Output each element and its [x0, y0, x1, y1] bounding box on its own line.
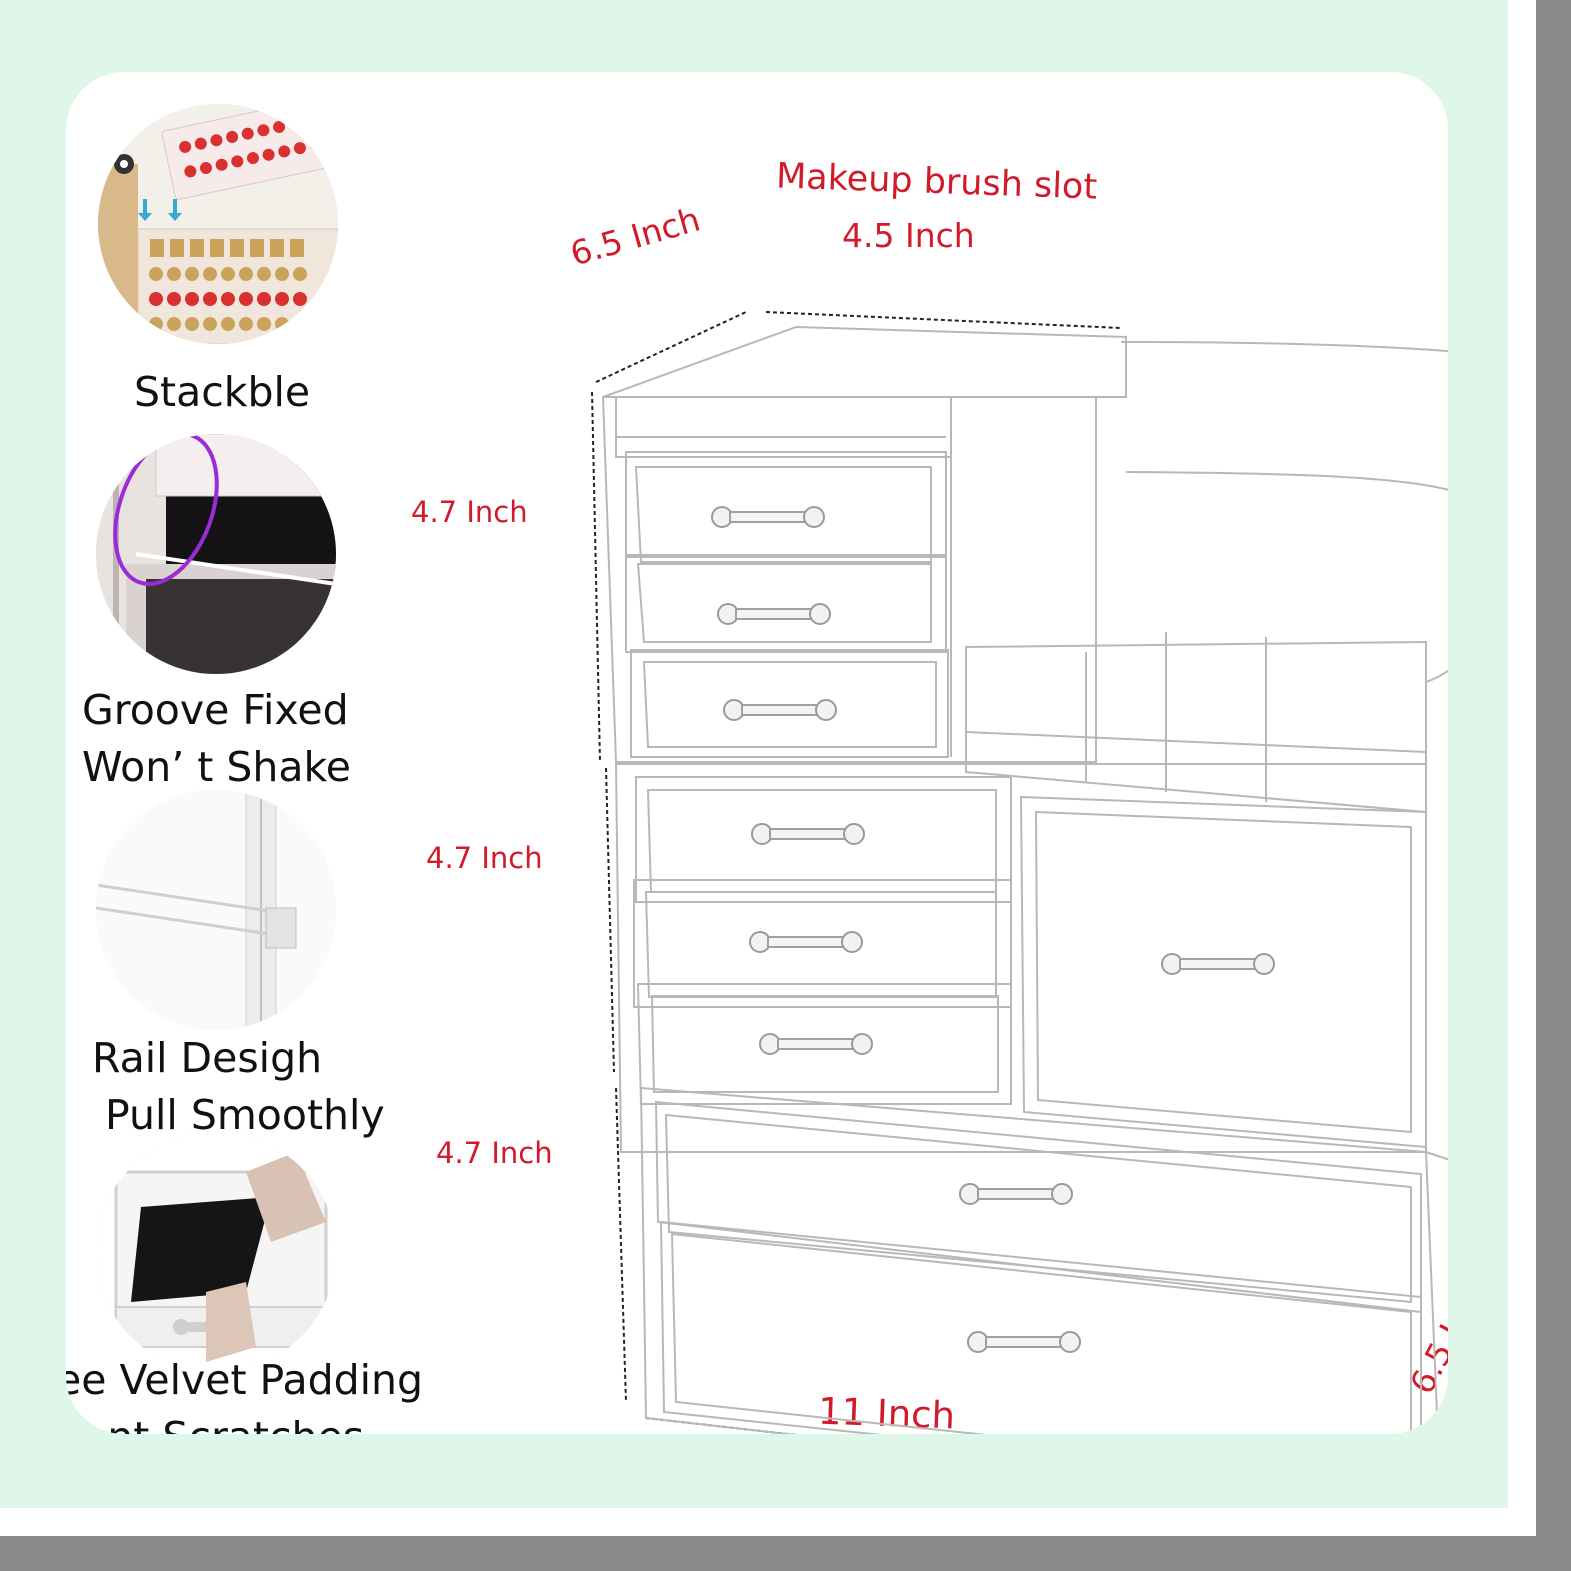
rail-closeup-photo — [96, 790, 336, 1030]
feature-label-velvet: ee Velvet Padding ent Scratches — [66, 1356, 424, 1434]
product-card: Stackble Groove Fixed Won’ t Shake Rail … — [66, 72, 1448, 1434]
dimension-tier-middle: 4.7 Inch — [426, 841, 543, 875]
feature-label-groove: Groove Fixed Won’ t Shake — [82, 686, 352, 791]
frame-shadow-right — [1536, 0, 1571, 1571]
feature-label-stackable: Stackble — [134, 368, 311, 416]
dimension-brush-slot: Makeup brush slot — [775, 156, 1098, 208]
frame-shadow-bottom — [0, 1536, 1571, 1571]
dimension-brush-slot-width: 4.5 Inch — [842, 216, 975, 255]
dimension-tier-top: 4.7 Inch — [411, 495, 528, 529]
stacked-lipstick-trays-photo — [98, 104, 338, 344]
dimension-tier-bottom: 4.7 Inch — [436, 1136, 553, 1170]
groove-closeup-photo — [96, 434, 336, 674]
acrylic-organizer-illustration — [591, 311, 1448, 1434]
feature-label-rail: Rail Desigh Pull Smoothly — [92, 1034, 385, 1139]
velvet-padding-photo — [96, 1132, 336, 1372]
